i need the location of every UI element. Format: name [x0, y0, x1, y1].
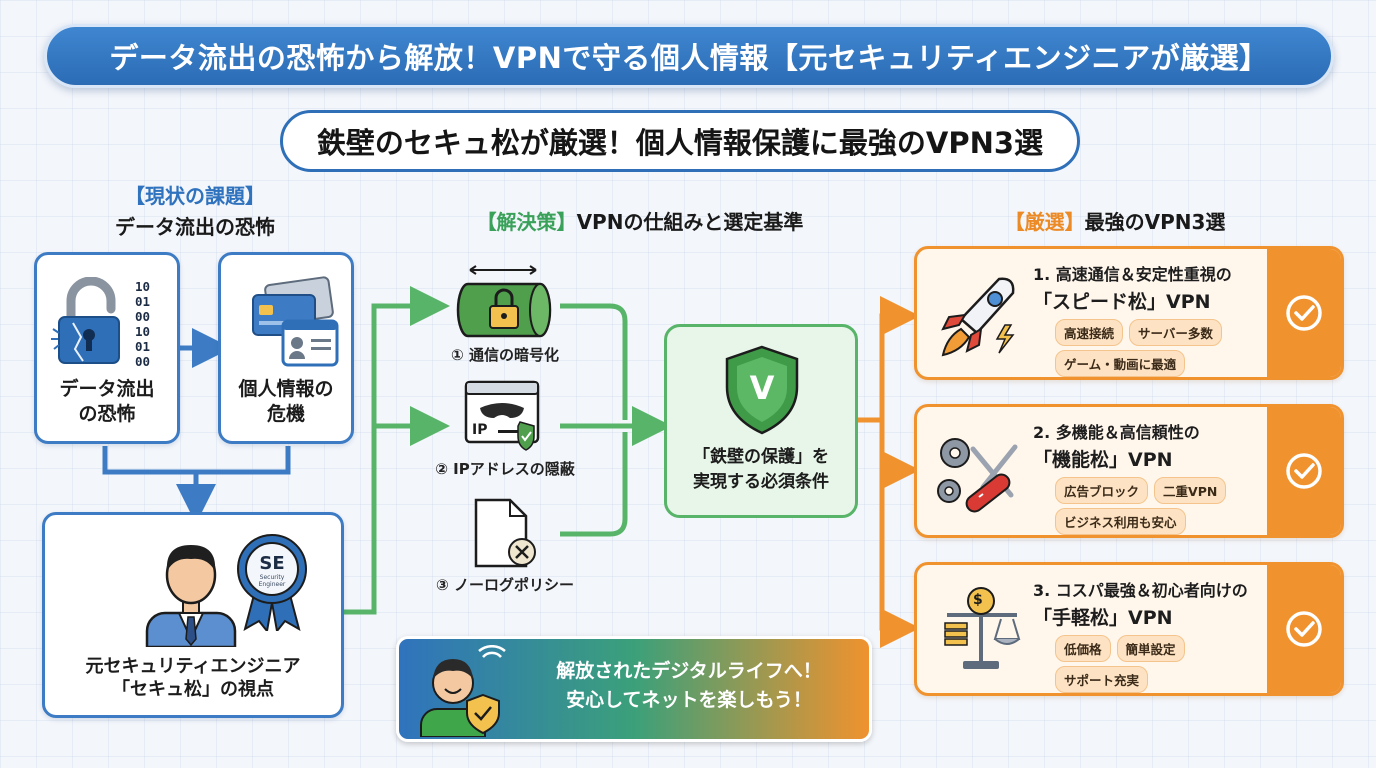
right-heading: 【厳選】最強のVPN3選 [950, 206, 1280, 235]
left-heading: 【現状の課題】 データ流出の恐怖 [30, 180, 360, 240]
line-step1 [560, 303, 628, 420]
feature-tag: ゲーム・動画に最適 [1055, 350, 1186, 377]
engineer-avatar-icon [145, 545, 237, 647]
happy-user-shield-icon [420, 645, 506, 737]
vpn-card-function: 2. 多機能＆高信頼性の 「機能松」VPN 広告ブロック 二重VPN ビジネス利… [914, 404, 1344, 538]
binary-line: 01 [135, 294, 151, 309]
merge-line [102, 446, 291, 475]
middle-heading-text: VPNの仕組みと選定基準 [576, 210, 804, 234]
binary-line: 10 [135, 324, 151, 339]
step-no-log-label: ③ ノーログポリシー [436, 576, 574, 594]
left-tag: 【現状の課題】 [125, 184, 265, 208]
banner-title: データ流出の恐怖から解放！VPNで守る個人情報【元セキュリティエンジニアが厳選】 [109, 41, 1269, 75]
check-panel [1267, 249, 1341, 377]
shield-letter: V [749, 369, 775, 407]
feature-tag: 高速接続 [1055, 319, 1124, 346]
ip-text: IP [472, 422, 488, 438]
middle-tag: 【解決策】 [476, 210, 577, 234]
label-line: 「鉄壁の保護」を [693, 447, 829, 467]
binary-line: 00 [135, 309, 151, 324]
check-panel [1267, 407, 1341, 535]
rocket-icon [941, 277, 1015, 357]
card-title-line2: 「スピード松」VPN [1033, 291, 1211, 313]
label-line: 元セキュリティエンジニア [85, 656, 301, 677]
middle-heading: 【解決策】VPNの仕組みと選定基準 [420, 206, 860, 235]
card-engineer-label: 元セキュリティエンジニア 「セキュ松」の視点 [45, 655, 341, 702]
arrow-to-card2 [879, 420, 920, 490]
feature-tag: 低価格 [1055, 635, 1111, 662]
bottom-message: 解放されたデジタルライフへ！ 安心してネットを楽しもう！ [519, 657, 859, 716]
arrow-to-card1 [858, 296, 920, 423]
broken-lock-icon [51, 277, 120, 364]
card-data-leak: 10 01 00 10 01 00 データ流出 の恐怖 [34, 252, 180, 444]
line-step3 [560, 432, 628, 537]
right-heading-text: 最強のVPN3選 [1084, 210, 1226, 234]
vpn-card-easy: $ 3. コスパ最強＆初心者向けの 「手軽松」VPN 低価格 簡単設定 サポート… [914, 562, 1344, 696]
card-tags: 低価格 簡単設定 サポート充実 [1055, 635, 1265, 693]
vpn-card-speed: 1. 高速通信＆安定性重視の 「スピード松」VPN 高速接続 サーバー多数 ゲー… [914, 246, 1344, 380]
ip-mask-icon [464, 380, 540, 451]
encrypted-tunnel-icon [456, 265, 552, 338]
card-data-leak-label: データ流出 の恐怖 [37, 377, 177, 426]
checkmark-icon [1286, 453, 1322, 489]
binary-line: 00 [135, 354, 151, 369]
feature-tag: 二重VPN [1154, 477, 1227, 504]
message-line: 解放されたデジタルライフへ！ [556, 660, 822, 682]
card-tags: 高速接続 サーバー多数 ゲーム・動画に最適 [1055, 319, 1265, 377]
center-protection-box: V 「鉄壁の保護」を 実現する必須条件 [664, 324, 858, 518]
subtitle-box: 鉄壁のセキュ松が厳選！個人情報保護に最強のVPN3選 [280, 110, 1080, 172]
bottom-message-bar: 解放されたデジタルライフへ！ 安心してネットを楽しもう！ [396, 636, 872, 742]
binary-line: 01 [135, 339, 151, 354]
badge-text: SE [259, 553, 285, 574]
vpn-shield-icon [725, 345, 799, 435]
arrow-to-step1 [344, 286, 450, 615]
feature-tag: サポート充実 [1055, 666, 1149, 693]
card-engineer-view: SE Security Engineer 元セキュリティエンジニア 「セキュ松」… [42, 512, 344, 718]
message-line: 安心してネットを楽しもう！ [566, 689, 812, 712]
step-encryption-label: ① 通信の暗号化 [451, 346, 559, 364]
check-panel [1267, 565, 1341, 693]
checkmark-icon [1286, 295, 1322, 331]
label-line: の恐怖 [78, 402, 136, 425]
no-log-document-icon [474, 498, 536, 568]
feature-tag: 簡単設定 [1116, 635, 1185, 662]
feature-tag: 広告ブロック [1055, 477, 1149, 504]
card-tags: 広告ブロック 二重VPN ビジネス利用も安心 [1055, 477, 1265, 535]
card-title-line2: 「手軽松」VPN [1033, 607, 1173, 629]
feature-tag: ビジネス利用も安心 [1055, 508, 1186, 535]
badge-subtext: Security Engineer [258, 574, 286, 588]
card-title-line1: 2. 多機能＆高信頼性の [1033, 423, 1200, 442]
id-card-icon [252, 276, 339, 367]
step-ip-hide-label: ② IPアドレスの隠蔽 [435, 460, 575, 478]
binary-stream: 10 01 00 10 01 00 [135, 279, 150, 369]
left-heading-text: データ流出の恐怖 [115, 215, 275, 239]
arrow-to-card3 [879, 470, 920, 648]
label-line: 危機 [266, 402, 305, 425]
right-tag: 【厳選】 [1004, 210, 1085, 234]
binary-line: 10 [135, 279, 151, 294]
label-line: 実現する必須条件 [693, 471, 829, 492]
title-banner: データ流出の恐怖から解放！VPNで守る個人情報【元セキュリティエンジニアが厳選】 [44, 24, 1334, 88]
card-personal-info-label: 個人情報の 危機 [221, 377, 351, 426]
feature-tag: サーバー多数 [1129, 319, 1222, 346]
card-title-line1: 3. コスパ最強＆初心者向けの [1033, 581, 1248, 600]
checkmark-icon [1286, 611, 1322, 647]
card-personal-info: 個人情報の 危機 [218, 252, 354, 444]
coin-scale-icon [944, 587, 1021, 669]
label-line: 「セキュ松」の視点 [112, 679, 274, 701]
gears-tool-icon [937, 438, 1018, 513]
card-title-line2: 「機能松」VPN [1033, 449, 1173, 471]
card-title-line1: 1. 高速通信＆安定性重視の [1033, 265, 1232, 284]
center-protection-label: 「鉄壁の保護」を 実現する必須条件 [667, 445, 855, 494]
dollar-sign-icon: $ [973, 592, 983, 608]
subtitle-text: 鉄壁のセキュ松が厳選！個人情報保護に最強のVPN3選 [316, 126, 1044, 160]
label-line: データ流出 [59, 378, 155, 400]
certification-badge-icon [237, 534, 307, 631]
label-line: 個人情報の [238, 378, 334, 400]
